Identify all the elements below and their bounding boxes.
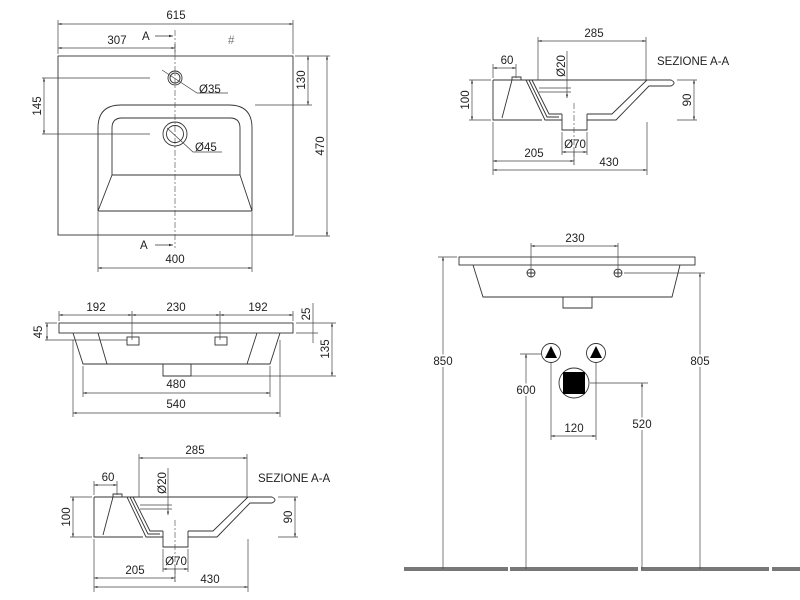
- dim-230-label: 230: [166, 302, 185, 314]
- tap-hole: [167, 70, 183, 86]
- leader-35: [161, 69, 228, 94]
- dim-230-label: 230: [565, 233, 584, 245]
- tap-hole-diameter: Ø35: [199, 84, 221, 96]
- dim-90-label: 90: [283, 511, 295, 524]
- overflow-diameter: Ø20: [556, 55, 568, 77]
- dim-805-label: 805: [690, 356, 709, 368]
- floor: [404, 567, 800, 571]
- dim-285-label: 285: [584, 28, 603, 40]
- section-title: SEZIONE A-A: [657, 56, 730, 68]
- section-a-a-top: 285 60 Ø20 SEZIONE A-A 100 90 Ø70 205 43…: [460, 28, 730, 175]
- drain-diameter: Ø70: [165, 556, 187, 568]
- overflow-diameter: Ø20: [157, 472, 169, 494]
- dim-100-label: 100: [61, 507, 73, 526]
- dim-470-label: 470: [315, 136, 327, 155]
- drain-outlet: [162, 364, 192, 377]
- tap-hole-right: [214, 336, 228, 346]
- dim-45-label: 45: [33, 326, 45, 339]
- section-marker-top: A: [142, 31, 150, 43]
- dim-430-label: 430: [200, 574, 219, 586]
- section-marker-bottom: A: [140, 240, 148, 252]
- dim-480-label: 480: [166, 379, 185, 391]
- dim-520-label: 520: [632, 419, 651, 431]
- dim-850-label: 850: [433, 356, 452, 368]
- drain-hole-inner: [166, 125, 184, 143]
- section-a-a-bottom: 285 60 Ø20 SEZIONE A-A 100 90 Ø70 205 43…: [61, 445, 331, 592]
- drain-outlet-icon: [558, 367, 590, 399]
- supply-valve-right-icon: [586, 343, 606, 363]
- overflow-channel: [140, 504, 172, 510]
- sink-slab: [458, 256, 696, 266]
- drain-hole: [162, 121, 188, 147]
- tap-hole-right: [613, 268, 623, 278]
- supply-valve-left-icon: [541, 343, 561, 363]
- tap-hole-inner: [169, 72, 181, 84]
- dim-430-label: 430: [599, 157, 618, 169]
- section-title: SEZIONE A-A: [258, 473, 331, 485]
- basin-inner: [97, 117, 253, 212]
- dim-205-label: 205: [524, 148, 543, 160]
- dim-120-label: 120: [564, 423, 583, 435]
- basin-outer: [97, 104, 253, 212]
- drain-diameter: Ø70: [564, 139, 586, 151]
- dim-192-right-label: 192: [248, 302, 267, 314]
- top-view: 615 307 A # Ø35 Ø45 145 130 470 A 400: [32, 10, 330, 272]
- sink-outline: [57, 55, 294, 236]
- dim-100-label: 100: [460, 90, 472, 109]
- sink-slab: [58, 322, 294, 334]
- dim-615-label: 615: [166, 10, 185, 22]
- dim-285-label: 285: [185, 445, 204, 457]
- tap-hole-left: [126, 336, 140, 346]
- section-walls: [93, 493, 249, 538]
- dim-400-label: 400: [165, 254, 184, 266]
- dim-60-label: 60: [102, 472, 115, 484]
- dim-205-label: 205: [125, 565, 144, 577]
- front-view: 192 230 192 45 25 135 480 540: [33, 302, 336, 417]
- sink-body: [472, 264, 681, 309]
- dim-307-label: 307: [107, 35, 126, 47]
- section-walls: [492, 76, 648, 121]
- extension-lines: [70, 454, 298, 592]
- dim-600-label: 600: [516, 385, 535, 397]
- leader-45: [166, 127, 222, 153]
- overflow-channel: [539, 87, 571, 93]
- dim-25-label: 25: [301, 308, 313, 321]
- section-outline: [493, 79, 675, 131]
- dim-130-label: 130: [296, 70, 308, 89]
- basin-body: [72, 332, 281, 365]
- extension-lines: [438, 243, 705, 440]
- extension-lines: [469, 37, 697, 175]
- hash-mark: #: [228, 35, 235, 47]
- section-outline: [94, 496, 276, 548]
- drain-diameter: Ø45: [195, 142, 217, 154]
- dim-60-label: 60: [501, 55, 514, 67]
- dim-90-label: 90: [682, 94, 694, 107]
- dim-540-label: 540: [166, 399, 185, 411]
- extension-lines: [42, 20, 330, 272]
- installation-elevation: 230 850 805 600 520 120: [404, 233, 800, 571]
- dim-192-left-label: 192: [86, 302, 105, 314]
- dim-135-label: 135: [320, 339, 332, 358]
- dim-145-label: 145: [32, 96, 44, 115]
- tap-hole-left: [526, 268, 536, 278]
